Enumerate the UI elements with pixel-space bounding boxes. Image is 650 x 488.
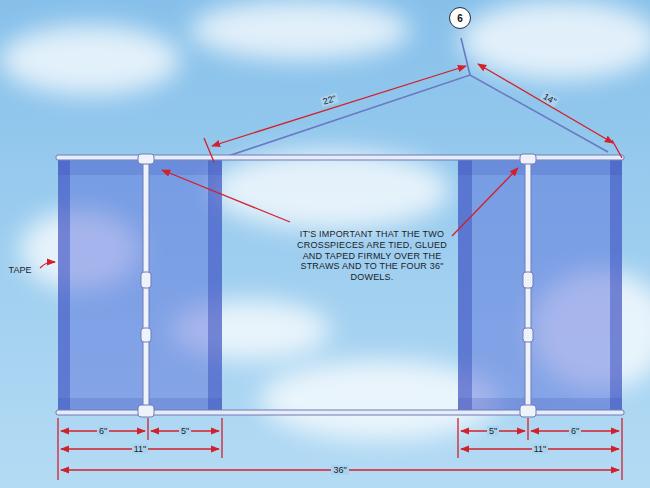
dimension-label: 11" [132,444,149,454]
dimension-label: 6" [569,426,581,436]
crosspieces [138,154,536,417]
note-text: IT'S IMPORTANT THAT THE TWO CROSSPIECES … [288,229,456,283]
dimension-label: 14" [540,90,560,108]
dimension-label: 22" [320,93,339,108]
callout-number: 6 [457,13,463,24]
clouds [0,0,650,440]
part-label: TAPE [9,265,32,275]
sail-panels [58,157,622,413]
dimension-label: 6" [97,426,109,436]
callout-circle: 6 [449,7,471,29]
dimension-label: 36" [331,465,348,475]
dowels [56,155,624,415]
dimension-label: 11" [532,444,549,454]
dimension-label: 5" [487,426,499,436]
dimension-label: 5" [179,426,191,436]
dimension-lines [40,64,622,480]
bridle [222,38,608,158]
